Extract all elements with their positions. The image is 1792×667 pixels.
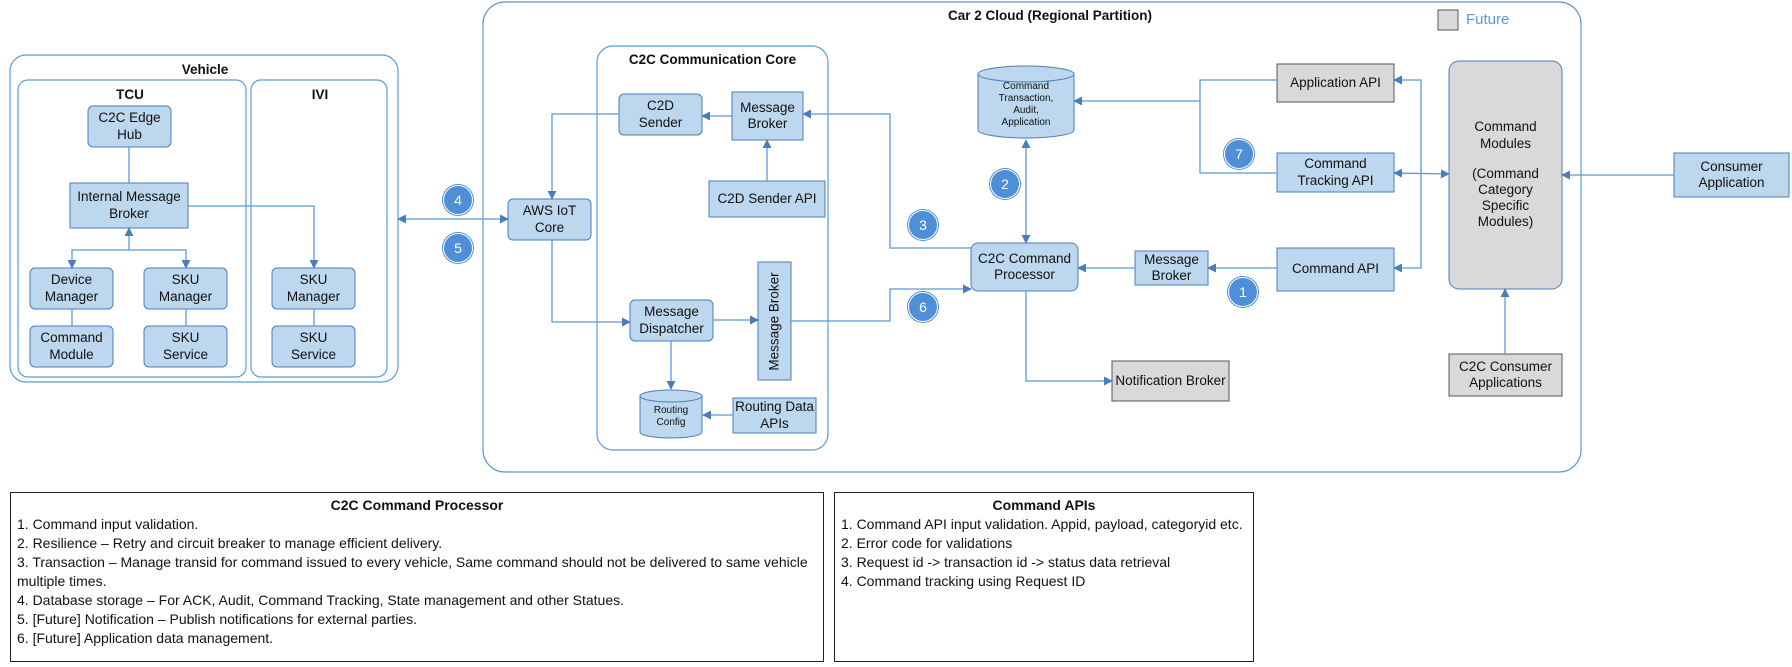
vehicle-title: Vehicle — [181, 62, 229, 77]
command-module-label: Command Module — [40, 330, 103, 362]
c2c-consumer-applications-box — [1448, 353, 1563, 397]
c2c-edge-hub-label: C2C Edge Hub — [98, 110, 161, 142]
ivi-title: IVI — [311, 87, 329, 102]
command-api-label: Command API — [1291, 261, 1380, 277]
tcu-title: TCU — [116, 87, 144, 102]
legend-future-swatch — [1437, 9, 1459, 31]
internal-message-broker-box — [69, 182, 189, 229]
message-broker-right-box — [1134, 250, 1209, 286]
badge-3: 3 — [908, 210, 938, 240]
core-container — [596, 45, 829, 451]
notes-processor-item: 2. Resilience – Retry and circuit breake… — [17, 535, 443, 551]
application-api-label: Application API — [1290, 74, 1381, 90]
application-api-box — [1276, 63, 1395, 103]
command-db-cylinder — [977, 65, 1075, 139]
c2c-command-processor-label: C2C Command Processor — [977, 250, 1072, 282]
tcu-sku-manager-label: SKU Manager — [158, 272, 213, 304]
message-dispatcher-label: Message Dispatcher — [639, 304, 704, 336]
notification-broker-box — [1111, 360, 1230, 402]
c2d-sender-api-box — [708, 180, 826, 218]
badge-5: 5 — [443, 233, 473, 263]
aws-iot-core-label: AWS IoT Core — [522, 203, 577, 235]
tcu-sku-service-label: SKU Service — [162, 330, 208, 362]
notes-processor-item: 3. Transaction – Manage transid for comm… — [17, 554, 808, 589]
consumer-application-label: Consumer Application — [1698, 158, 1765, 190]
core-title: C2C Communication Core — [628, 52, 797, 67]
notes-processor-item: 1. Command input validation. — [17, 516, 199, 532]
c2d-sender-api-label: C2D Sender API — [717, 190, 817, 206]
notes-command-apis-title: Command APIs — [992, 497, 1096, 513]
notes-command-processor-title: C2C Command Processor — [330, 497, 504, 513]
notes-processor-item: 4. Database storage – For ACK, Audit, Co… — [17, 592, 625, 608]
badge-1: 1 — [1228, 277, 1258, 307]
notes-command-processor: C2C Command Processor 1. Command input v… — [10, 492, 824, 662]
device-manager-label: Device Manager — [44, 272, 99, 304]
c2c-consumer-applications-label: C2C Consumer Applications — [1458, 358, 1553, 390]
notes-apis-item: 3. Request id -> transaction id -> statu… — [841, 554, 1171, 570]
internal-message-broker-label: Internal Message Broker — [77, 189, 181, 221]
routing-data-apis-label: Routing Data APIs — [735, 399, 814, 431]
diagram-title: Car 2 Cloud (Regional Partition) — [947, 8, 1152, 23]
notes-apis-item: 1. Command API input validation. Appid, … — [841, 516, 1243, 532]
command-modules-label: Command Modules (Command Category Specif… — [1454, 61, 1557, 289]
badge-2: 2 — [990, 169, 1020, 199]
badge-7: 7 — [1224, 139, 1254, 169]
message-broker-vertical-label: Message Broker — [767, 271, 783, 371]
notification-broker-label: Notification Broker — [1115, 372, 1226, 388]
ivi-sku-service-label: SKU Service — [290, 330, 336, 362]
ivi-sku-manager-label: SKU Manager — [286, 272, 341, 304]
legend-future-label: Future — [1466, 11, 1510, 28]
c2d-sender-label: C2D Sender — [638, 98, 683, 130]
tcu-container — [17, 79, 247, 378]
command-modules-subtitle: (Command Category Specific Modules) — [1472, 165, 1539, 230]
message-broker-right-label: Message Broker — [1144, 251, 1199, 283]
notes-processor-item: 6. [Future] Application data management. — [17, 630, 274, 646]
command-api-box — [1276, 247, 1395, 292]
command-db-label: Command Transaction, Audit, Application — [998, 81, 1054, 128]
command-tracking-api-label: Command Tracking API — [1297, 156, 1374, 188]
badge-4: 4 — [443, 185, 473, 215]
routing-config-label: Routing Config — [653, 405, 689, 428]
message-broker-top-label: Message Broker — [740, 99, 795, 131]
notes-apis-item: 2. Error code for validations — [841, 535, 1013, 551]
notes-apis-item: 4. Command tracking using Request ID — [841, 573, 1086, 589]
badge-6: 6 — [908, 292, 938, 322]
routing-config-cylinder — [639, 389, 703, 439]
notes-processor-item: 5. [Future] Notification – Publish notif… — [17, 611, 417, 627]
command-modules-title: Command Modules — [1474, 119, 1537, 151]
consumer-application-box — [1673, 152, 1790, 198]
car2cloud-container — [482, 1, 1582, 473]
notes-command-apis: Command APIs 1. Command API input valida… — [834, 492, 1254, 662]
ivi-container — [250, 79, 388, 378]
